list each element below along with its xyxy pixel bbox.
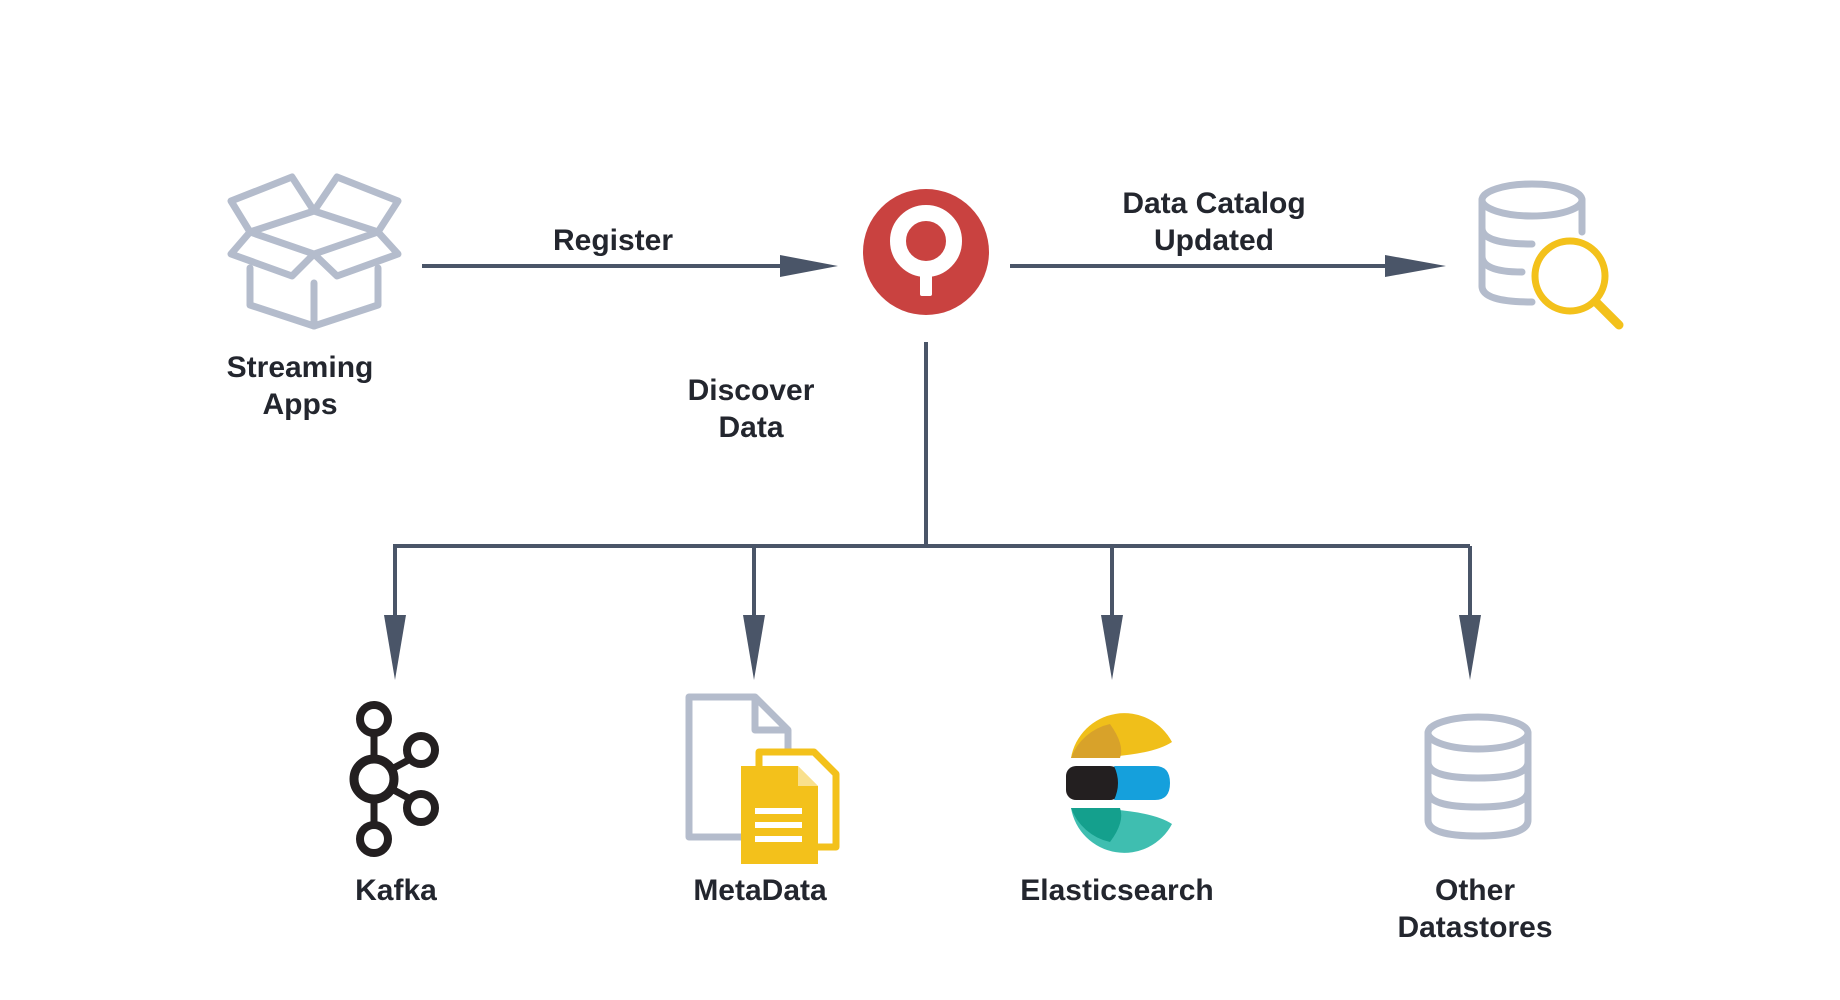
branch-arrow-elasticsearch <box>1101 546 1123 680</box>
streaming-apps-label-line-2: Apps <box>263 388 338 421</box>
location-pin-icon <box>863 189 989 315</box>
metadata-node: MetaData <box>685 693 840 907</box>
register-arrow <box>422 255 838 277</box>
kafka-node: Kafka <box>349 701 439 907</box>
box-icon <box>227 173 402 330</box>
data-catalog-updated-label-line-1: Data Catalog <box>1122 187 1305 220</box>
elasticsearch-label: Elasticsearch <box>1020 874 1213 907</box>
elasticsearch-node: Elasticsearch <box>1020 713 1214 907</box>
hub-node <box>863 189 989 315</box>
discover-data-label-line-1: Discover <box>688 374 815 407</box>
connectors <box>384 255 1481 680</box>
discover-data-label-line-2: Data <box>718 411 783 444</box>
database-icon <box>1424 713 1532 840</box>
register-label: Register <box>553 224 673 257</box>
catalog-updated-arrow <box>1010 255 1446 277</box>
kafka-icon <box>349 701 439 857</box>
documents-icon <box>685 693 840 864</box>
branch-arrow-other-datastores <box>1459 546 1481 680</box>
branch-arrow-metadata <box>743 546 765 680</box>
data-catalog-node <box>1478 180 1624 330</box>
streaming-apps-label-line-1: Streaming <box>227 351 374 384</box>
metadata-label: MetaData <box>693 874 827 907</box>
branch-arrow-kafka <box>384 546 406 680</box>
kafka-label: Kafka <box>355 874 437 907</box>
streaming-apps-node: Streaming Apps <box>227 173 402 421</box>
elasticsearch-icon <box>1066 713 1172 853</box>
database-search-icon <box>1478 180 1624 330</box>
data-catalog-updated-label-line-2: Updated <box>1154 224 1274 257</box>
other-datastores-label-line-1: Other <box>1435 874 1515 907</box>
data-catalog-updated-label: Data Catalog Updated <box>1122 187 1305 257</box>
discover-data-label: Discover Data <box>688 374 815 444</box>
other-datastores-node: Other Datastores <box>1397 713 1553 944</box>
other-datastores-label-line-2: Datastores <box>1397 911 1552 944</box>
